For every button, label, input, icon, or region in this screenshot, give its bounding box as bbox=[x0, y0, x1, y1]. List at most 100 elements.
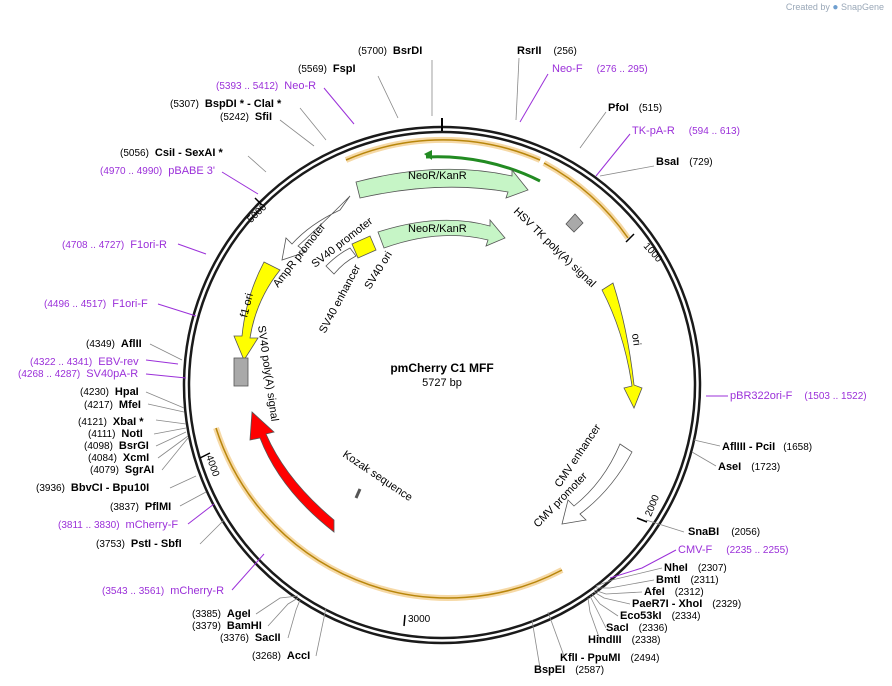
site-name: NheI bbox=[664, 562, 688, 574]
site-asei: AseI(1723) bbox=[718, 461, 780, 473]
site-name: MfeI bbox=[119, 399, 141, 411]
site-bspei: BspEI(2587) bbox=[534, 664, 604, 676]
site-pos: (3379) bbox=[192, 621, 221, 632]
primer-leader-ebv bbox=[145, 359, 179, 365]
site-name: PstI - SbfI bbox=[131, 538, 182, 550]
site-pos: (3936) bbox=[36, 483, 65, 494]
site-snabi: SnaBI(2056) bbox=[688, 526, 760, 538]
tick-5000 bbox=[254, 197, 263, 206]
site-pos: (3376) bbox=[220, 633, 249, 644]
ori-arrow bbox=[601, 282, 643, 409]
site-pos: (2338) bbox=[632, 635, 661, 646]
tick-4000 bbox=[199, 452, 211, 459]
leader-bmti bbox=[596, 579, 655, 589]
primer-name: TK-pA-R bbox=[632, 125, 675, 137]
site-name: NotI bbox=[121, 428, 142, 440]
kozak-label: Kozak sequence bbox=[340, 449, 414, 504]
primer-range: (2235 .. 2255) bbox=[726, 545, 788, 556]
primer-labels: (5393 .. 5412)Neo-R Neo-F(276 .. 295) TK… bbox=[18, 63, 867, 597]
primer-name: CMV-F bbox=[678, 544, 713, 556]
leader-eco53ki bbox=[591, 593, 619, 617]
mcherry-arrow bbox=[249, 411, 335, 533]
site-name: BspDI * - ClaI * bbox=[205, 98, 282, 110]
credit-logo-text: SnapGene bbox=[840, 2, 884, 12]
f1-ori-label: f1 ori bbox=[238, 292, 256, 319]
primer-leader-f1ori-r bbox=[177, 243, 207, 255]
site-name: BsaI bbox=[656, 156, 679, 168]
site-pos: (3268) bbox=[252, 651, 281, 662]
sv40-polya-box bbox=[233, 357, 249, 387]
leader-agei bbox=[255, 595, 299, 615]
site-pos: (5242) bbox=[220, 112, 249, 123]
leader-psti bbox=[199, 519, 225, 545]
site-pos: (5307) bbox=[170, 99, 199, 110]
site-pos: (2587) bbox=[575, 665, 604, 676]
site-pos: (5056) bbox=[120, 148, 149, 159]
site-pos: (4084) bbox=[88, 453, 117, 464]
site-bsrdi: (5700)BsrDI bbox=[358, 45, 422, 57]
sv40-enhancer-box bbox=[325, 247, 357, 275]
site-rsrii: RsrII(256) bbox=[517, 45, 577, 57]
site-bsrgi: (4098)BsrGI bbox=[84, 440, 149, 452]
primer-range: (5393 .. 5412) bbox=[216, 81, 278, 92]
primer-range: (276 .. 295) bbox=[597, 64, 648, 75]
primer-name: mCherry-F bbox=[126, 519, 179, 531]
features: NeoR/KanR NeoR/KanR HSV TK poly(A) signa… bbox=[233, 168, 643, 533]
site-name: PaeR7I - XhoI bbox=[632, 598, 702, 610]
site-aflii: (4349)AflII bbox=[86, 338, 142, 350]
site-xcmi: (4084)XcmI bbox=[88, 452, 149, 464]
leader-mfei bbox=[147, 403, 185, 413]
primer-leader-neo-f bbox=[519, 73, 549, 123]
tick-2000 bbox=[636, 517, 648, 523]
sv40-ori-box bbox=[351, 235, 377, 259]
primer-range: (4970 .. 4990) bbox=[100, 166, 162, 177]
primer-leader-neo-r bbox=[323, 87, 355, 125]
leader-saci bbox=[589, 595, 607, 629]
primer-name: pBR322ori-F bbox=[730, 390, 793, 402]
site-name: SacI bbox=[606, 622, 629, 634]
site-xhoi: PaeR7I - XhoI(2329) bbox=[632, 598, 741, 610]
neokan-inner-label: NeoR/KanR bbox=[408, 223, 467, 235]
primer-name: Neo-R bbox=[284, 80, 316, 92]
site-afei: AfeI(2312) bbox=[644, 586, 704, 598]
tick-label-5000: 5000 bbox=[245, 202, 269, 226]
site-labels: (5700)BsrDI RsrII(256) (5569)FspI PfoI(5… bbox=[36, 45, 812, 676]
site-bmti: BmtI(2311) bbox=[656, 574, 719, 586]
orf-green-arrowhead bbox=[424, 150, 432, 160]
site-csii: (5056)CsiI - SexAI * bbox=[120, 147, 223, 159]
orf-arcs bbox=[213, 136, 631, 601]
primer-name: mCherry-R bbox=[170, 585, 224, 597]
site-pos: (1658) bbox=[783, 442, 812, 453]
site-name: BsrGI bbox=[119, 440, 149, 452]
site-saci: SacI(2336) bbox=[606, 622, 668, 634]
backbone-inner-ring bbox=[187, 130, 697, 640]
site-afliii: AflIII - PciI (1658) bbox=[722, 441, 812, 453]
snapgene-logo-icon: ● bbox=[832, 2, 839, 13]
site-nhei: NheI (2307) bbox=[664, 562, 727, 574]
site-pos: (2312) bbox=[675, 587, 704, 598]
site-hpai: (4230)HpaI bbox=[80, 386, 139, 398]
primer-name: F1ori-F bbox=[112, 298, 148, 310]
leader-xbai bbox=[155, 419, 187, 425]
site-pos: (2307) bbox=[698, 563, 727, 574]
primer-pbr322: pBR322ori-F(1503 .. 1522) bbox=[730, 390, 867, 402]
site-name: AflIII - PciI bbox=[722, 441, 775, 453]
primer-range: (4322 .. 4341) bbox=[30, 357, 92, 368]
primer-name: F1ori-R bbox=[130, 239, 167, 251]
site-bsai: BsaI(729) bbox=[656, 156, 713, 168]
primer-name: pBABE 3' bbox=[168, 165, 215, 177]
site-name: PfoI bbox=[608, 102, 629, 114]
site-pos: (256) bbox=[553, 46, 576, 57]
site-pfoi: PfoI(515) bbox=[608, 102, 662, 114]
site-pos: (4121) bbox=[78, 417, 107, 428]
site-xbai: (4121)XbaI * bbox=[78, 416, 144, 428]
site-name: HindIII bbox=[588, 634, 622, 646]
site-pos: (2311) bbox=[690, 575, 718, 586]
site-name: AgeI bbox=[227, 608, 251, 620]
primer-pbabe: (4970 .. 4990) pBABE 3' bbox=[100, 165, 215, 177]
site-kfli: KflI - PpuMI(2494) bbox=[560, 652, 659, 664]
sv40-enhancer-label: SV40 enhancer bbox=[317, 263, 363, 336]
site-mfei: (4217)MfeI bbox=[84, 399, 141, 411]
site-name: AflII bbox=[121, 338, 142, 350]
